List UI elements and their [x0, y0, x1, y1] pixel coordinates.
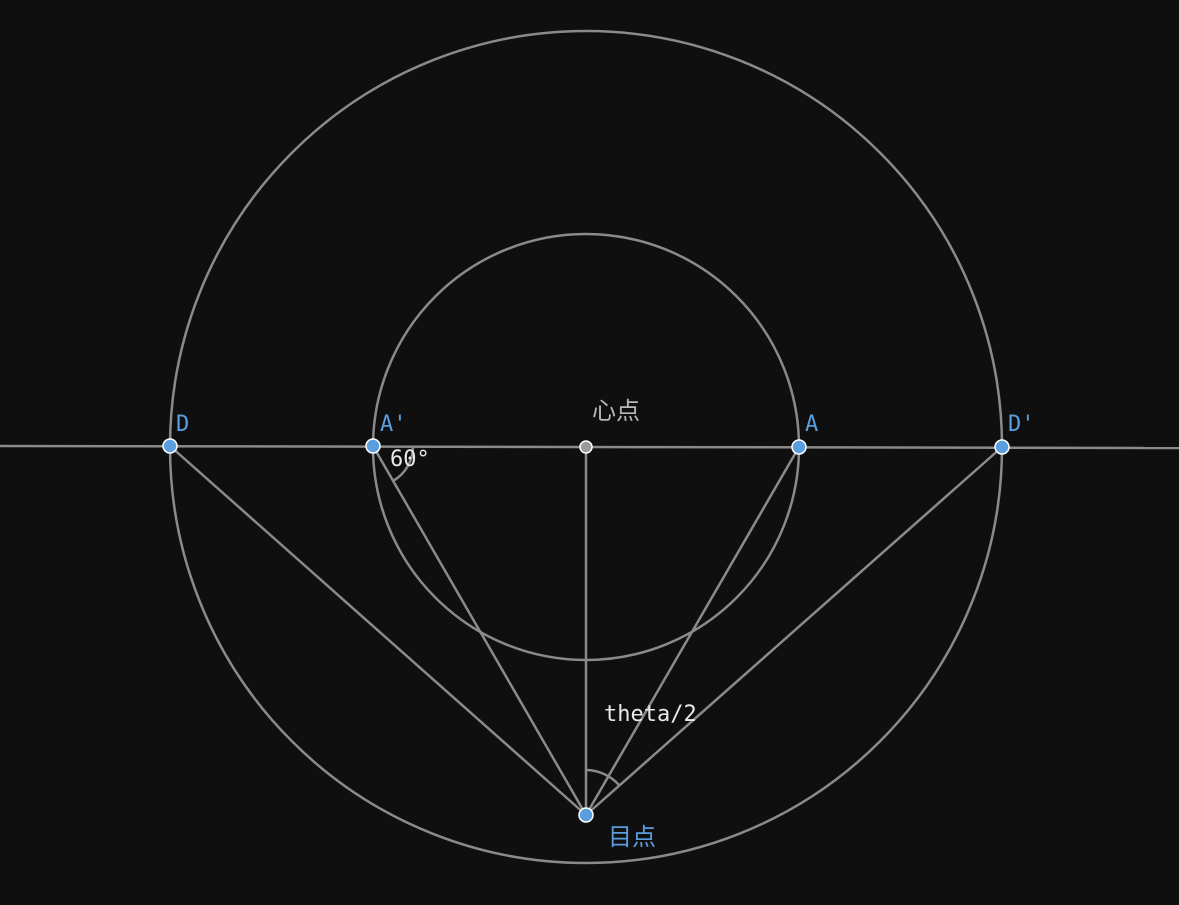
target-to-a-prime-line [371, 445, 588, 816]
angle-arc-target [585, 768, 620, 786]
point-d[interactable] [162, 438, 178, 454]
label-d-prime: D' [1008, 412, 1035, 437]
label-a: A [805, 412, 818, 437]
label-target: 目点 [608, 823, 656, 851]
label-d: D [176, 412, 189, 437]
label-angle-60: 60° [390, 447, 430, 472]
point-target[interactable] [578, 807, 594, 823]
label-angle-theta-half: theta/2 [604, 702, 697, 727]
point-a[interactable] [791, 439, 807, 455]
target-to-a-line [584, 446, 801, 816]
point-a-prime[interactable] [365, 438, 381, 454]
point-center[interactable] [579, 440, 593, 454]
label-center: 心点 [592, 397, 640, 425]
target-to-d-line [169, 445, 587, 816]
target-to-d-prime-line [585, 446, 1003, 816]
label-a-prime: A' [380, 412, 407, 437]
angle-arc-a-prime [392, 446, 415, 483]
point-d-prime[interactable] [994, 439, 1010, 455]
